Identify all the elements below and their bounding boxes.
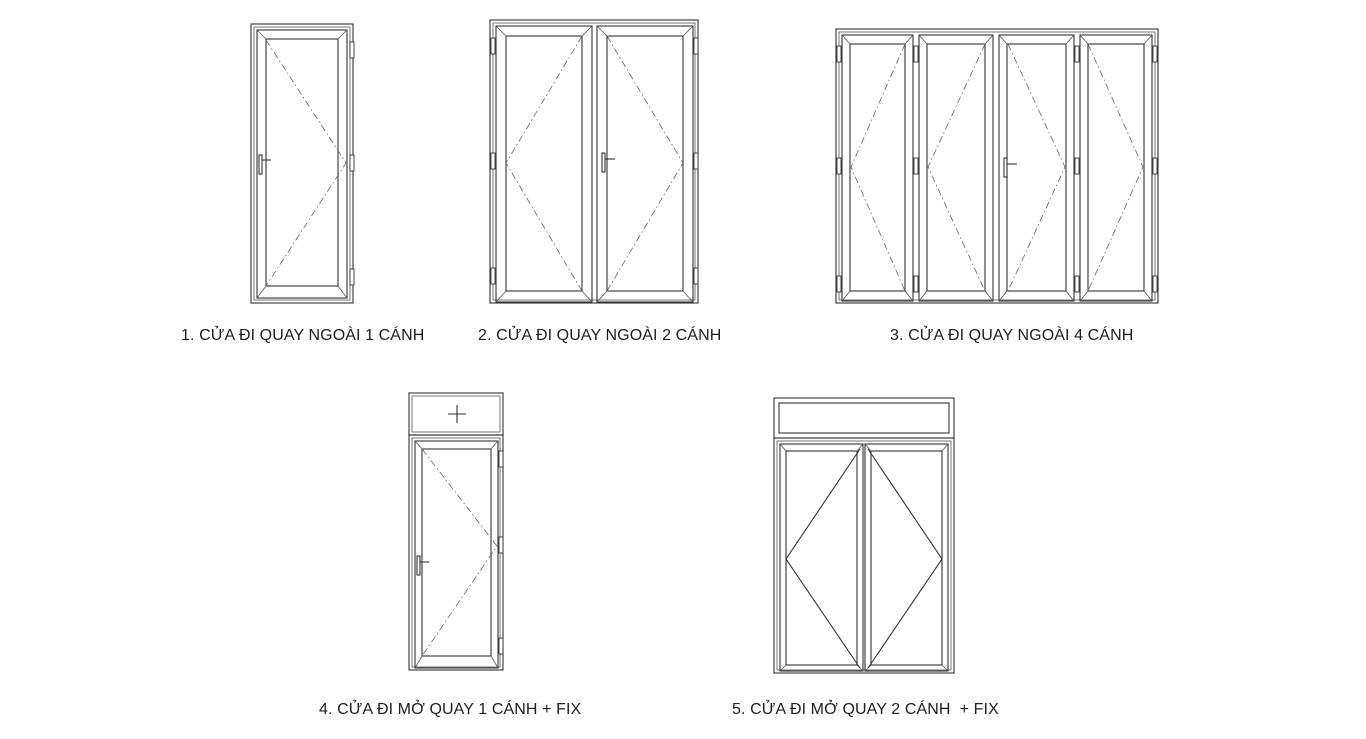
- door-5-double-leaf-fix: [773, 397, 955, 674]
- door-2-double-leaf: [489, 19, 699, 304]
- caption-door-3: 3. CỬA ĐI QUAY NGOÀI 4 CÁNH: [890, 327, 1134, 344]
- door-1-single-leaf: [250, 23, 355, 304]
- door-4-single-leaf-fix: [408, 392, 504, 671]
- caption-door-5: 5. CỬA ĐI MỞ QUAY 2 CÁNH + FIX: [732, 701, 999, 718]
- caption-door-2: 2. CỬA ĐI QUAY NGOÀI 2 CÁNH: [478, 327, 722, 344]
- caption-door-4: 4. CỬA ĐI MỞ QUAY 1 CÁNH + FIX: [319, 701, 582, 718]
- caption-door-1: 1. CỬA ĐI QUAY NGOÀI 1 CÁNH: [181, 327, 425, 344]
- door-3-four-leaf: [835, 28, 1159, 304]
